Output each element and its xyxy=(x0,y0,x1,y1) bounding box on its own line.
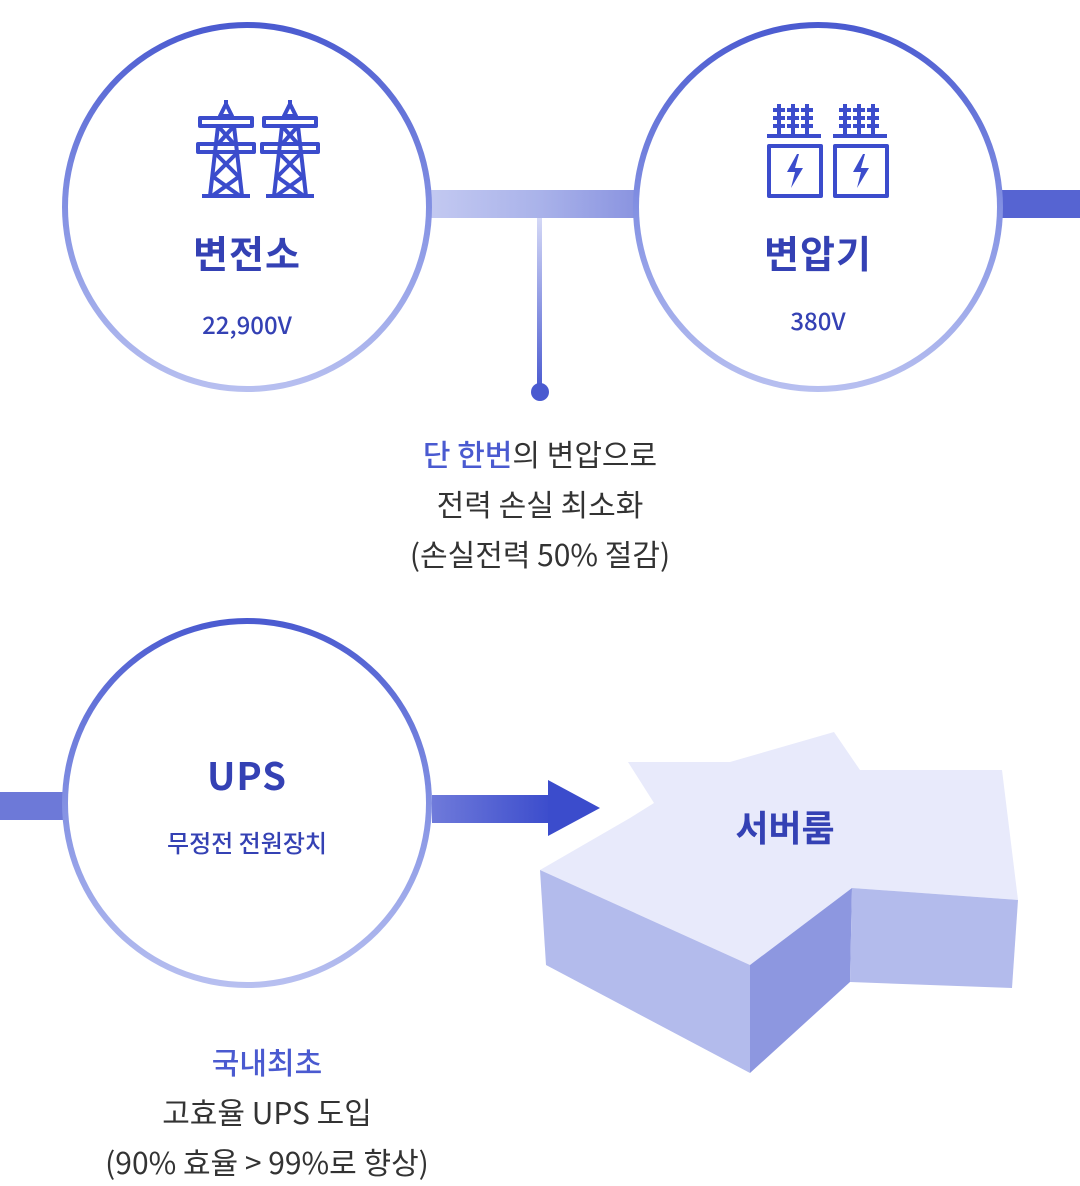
substation-voltage: 22,900V xyxy=(202,306,292,341)
transform-caption-highlight: 단 한번 xyxy=(422,431,513,475)
arrow-head xyxy=(548,780,600,836)
transformer-voltage: 380V xyxy=(790,302,846,337)
connector-transformer-out xyxy=(1000,190,1080,218)
server-room-top xyxy=(540,732,1018,965)
transform-caption-line1: 단 한번의 변압으로 xyxy=(340,428,740,478)
ups-caption-line3: (90% 효율 > 99%로 향상) xyxy=(105,1139,429,1183)
server-room-front-face xyxy=(750,888,852,1073)
connector-ups-in xyxy=(0,792,75,820)
ups-node: UPS 무정전 전원장치 xyxy=(62,618,432,988)
server-room-shape xyxy=(540,732,1018,1073)
connector-drop-dot xyxy=(531,383,549,401)
ups-subtitle: 무정전 전원장치 xyxy=(167,824,327,859)
transform-caption-line3: (손실전력 50% 절감) xyxy=(409,531,671,575)
ups-caption: 국내최초 고효율 UPS 도입 (90% 효율 > 99%로 향상) xyxy=(40,1036,494,1186)
transform-caption-rest: 의 변압으로 xyxy=(512,431,658,475)
transformer-node: 변압기 380V xyxy=(633,22,1003,392)
connector-drop-line xyxy=(537,218,542,390)
substation-title: 변전소 xyxy=(193,224,301,279)
ups-caption-highlight: 국내최초 xyxy=(211,1039,323,1083)
transform-caption-line2: 전력 손실 최소화 xyxy=(436,481,644,525)
transmission-tower-icon xyxy=(196,100,320,198)
transform-caption: 단 한번의 변압으로 전력 손실 최소화 (손실전력 50% 절감) xyxy=(340,428,740,578)
connector-ups-out-shaft xyxy=(432,795,552,823)
substation-node: 변전소 22,900V xyxy=(62,22,432,392)
server-room-right-face xyxy=(850,888,1018,988)
server-room-title: 서버룸 xyxy=(735,800,835,852)
transformer-icon xyxy=(767,104,889,198)
server-room-left-face xyxy=(540,870,750,1073)
connector-substation-transformer xyxy=(430,190,645,218)
transformer-title: 변압기 xyxy=(764,224,872,279)
ups-caption-line2: 고효율 UPS 도입 xyxy=(162,1089,372,1133)
ups-title: UPS xyxy=(206,746,288,801)
